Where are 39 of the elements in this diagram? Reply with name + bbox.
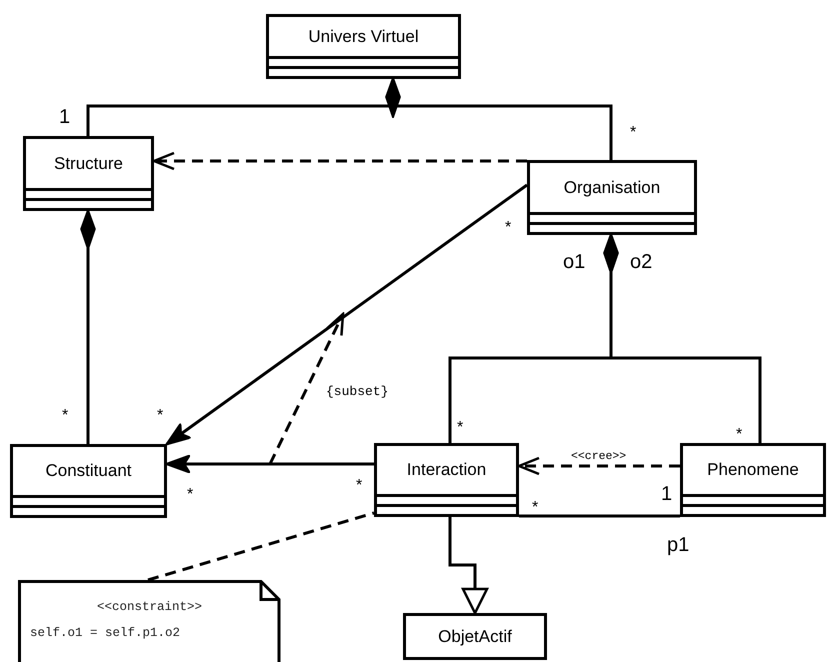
class-name: Organisation — [564, 178, 660, 198]
class-name: Constituant — [46, 461, 132, 481]
dashed-arrow — [152, 152, 527, 170]
class-name: Phenomene — [707, 460, 799, 480]
multiplicity-label: 1 — [59, 107, 70, 127]
multiplicity-label: * — [157, 408, 164, 424]
edge-label: <<cree>> — [570, 451, 628, 462]
class-name: Interaction — [406, 460, 486, 480]
class-box — [527, 160, 697, 235]
connector-arrow — [166, 454, 374, 474]
multiplicity-label: * — [356, 478, 362, 494]
class-box — [680, 443, 826, 517]
class-name: Structure — [54, 154, 123, 174]
role-name: p1 — [667, 535, 690, 555]
multiplicity-label: 1 — [661, 484, 672, 504]
multiplicity-label: * — [187, 487, 194, 503]
class-box — [23, 136, 154, 211]
constraint-label: {subset} — [326, 385, 388, 398]
constraint-text: self.o1 = self.p1.o2 — [29, 626, 182, 640]
role-name: o2 — [630, 252, 652, 272]
multiplicity-label: * — [736, 427, 742, 443]
multiplicity-label: * — [630, 125, 636, 141]
class-name: ObjetActif — [438, 626, 512, 646]
class-box — [374, 443, 519, 517]
stereotype-label: <<constraint>> — [96, 600, 204, 614]
note-box — [18, 580, 281, 662]
connector-arrow — [448, 517, 488, 614]
class-box — [403, 613, 547, 660]
role-name: o1 — [563, 252, 586, 272]
multiplicity-label: * — [505, 220, 512, 236]
association-line — [519, 514, 680, 518]
multiplicity-label: * — [532, 500, 538, 516]
connector-arrow — [166, 184, 528, 446]
class-box — [10, 444, 167, 518]
dashed-arrow — [518, 456, 680, 476]
class-name: Univers Virtuel — [308, 26, 419, 46]
class-box — [266, 14, 461, 79]
multiplicity-label: * — [457, 420, 464, 436]
multiplicity-label: * — [62, 408, 68, 424]
